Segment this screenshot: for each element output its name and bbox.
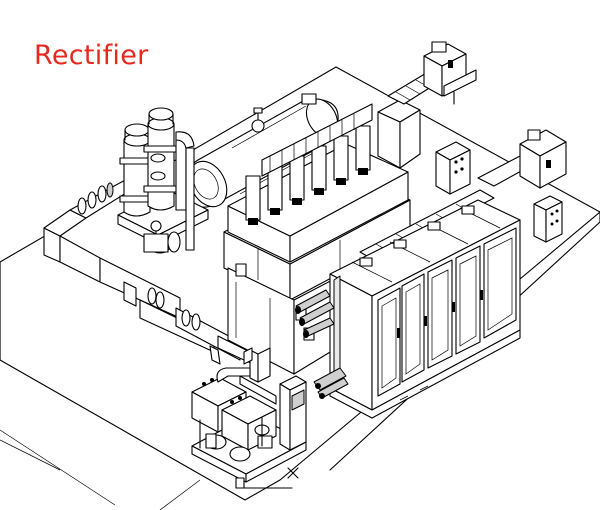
control-panel-upper (435, 141, 471, 195)
pump-skid (191, 347, 307, 483)
origin-marker (235, 467, 299, 489)
control-panel-right (533, 195, 563, 243)
cable-connectors (295, 289, 349, 399)
bus-duct-upper (377, 41, 477, 169)
transformer-block (223, 103, 411, 383)
bushings (245, 103, 373, 225)
filter-vessels (117, 107, 209, 253)
diagram-title: Rectifier (34, 40, 149, 71)
rectifier-cabinets (329, 199, 521, 419)
